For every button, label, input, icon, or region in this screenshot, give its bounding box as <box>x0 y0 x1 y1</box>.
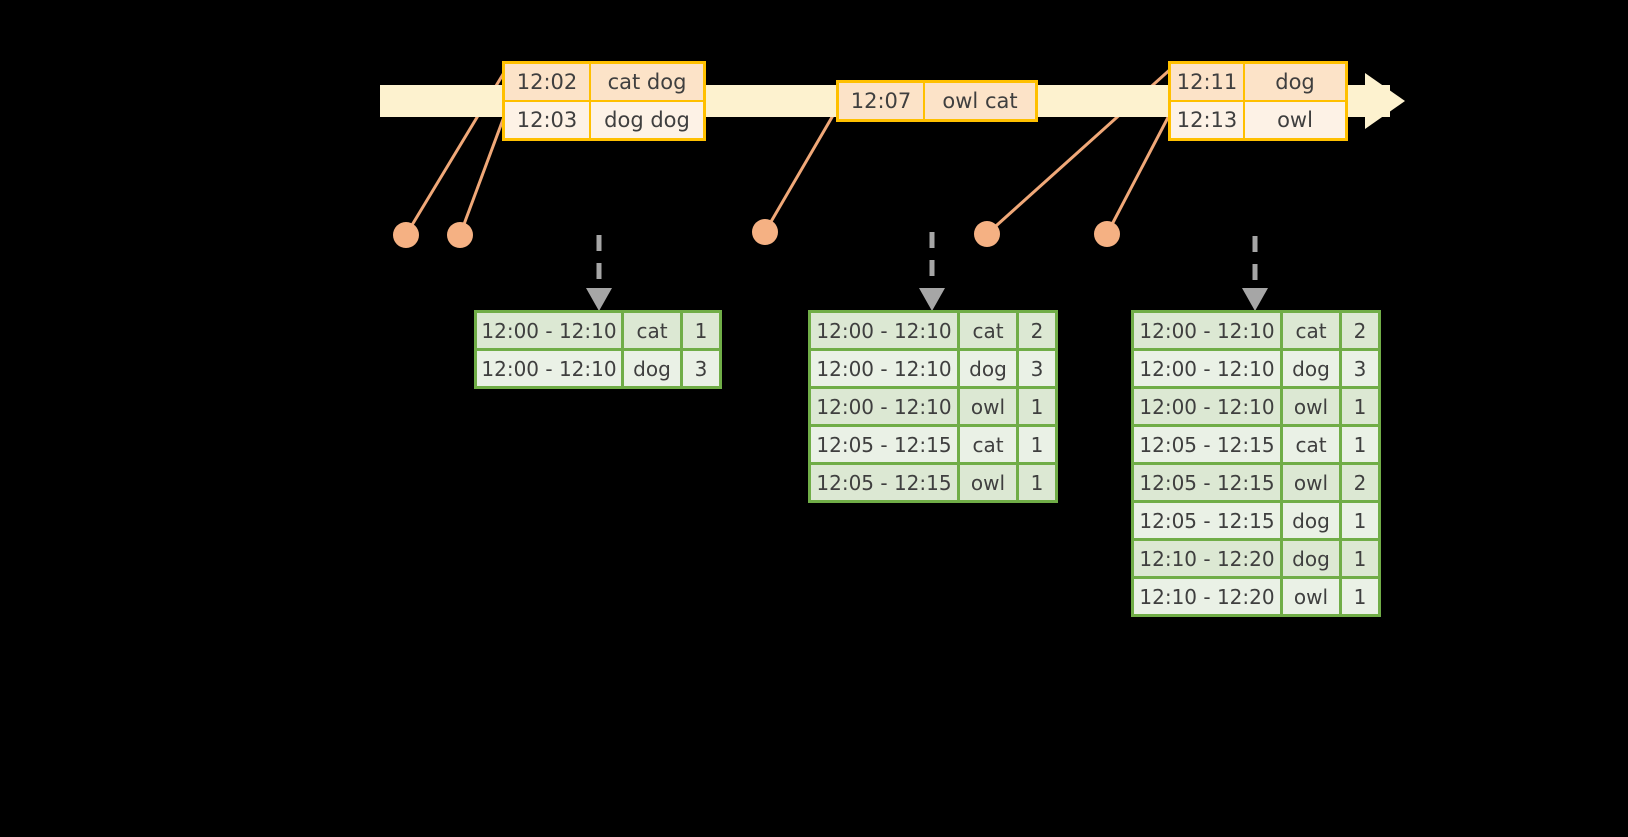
cell-window: 12:00 - 12:10 <box>811 351 957 386</box>
event-text: dog <box>1245 64 1345 100</box>
event-time: 12:13 <box>1171 102 1243 138</box>
cell-window: 12:05 - 12:15 <box>811 427 957 462</box>
cell-count: 1 <box>1342 503 1378 538</box>
event-text: cat dog <box>591 64 703 100</box>
cell-window: 12:05 - 12:15 <box>1134 427 1280 462</box>
timeline-arrowhead-icon <box>1365 73 1405 129</box>
cell-window: 12:10 - 12:20 <box>1134 579 1280 614</box>
event-time: 12:03 <box>505 102 589 138</box>
cell-word: dog <box>624 351 680 386</box>
event-time: 12:11 <box>1171 64 1243 100</box>
event-time: 12:07 <box>839 83 923 119</box>
flow-arrow-1 <box>586 235 612 311</box>
cell-count: 2 <box>1342 465 1378 500</box>
event-row[interactable]: 12:13 owl <box>1171 102 1345 138</box>
cell-count: 1 <box>683 313 719 348</box>
cell-window: 12:10 - 12:20 <box>1134 541 1280 576</box>
cell-word: owl <box>1283 579 1339 614</box>
cell-count: 1 <box>1342 541 1378 576</box>
cell-window: 12:00 - 12:10 <box>1134 351 1280 386</box>
cell-count: 1 <box>1342 579 1378 614</box>
event-dot-1 <box>393 222 419 248</box>
cell-window: 12:00 - 12:10 <box>477 313 621 348</box>
cell-count: 3 <box>1019 351 1055 386</box>
flow-arrow-2 <box>919 232 945 311</box>
cell-word: cat <box>624 313 680 348</box>
cell-count: 3 <box>1342 351 1378 386</box>
cell-word: owl <box>1283 389 1339 424</box>
cell-count: 2 <box>1342 313 1378 348</box>
event-dot-3 <box>752 219 778 245</box>
connector-line-5 <box>1105 105 1176 235</box>
event-text: owl cat <box>925 83 1035 119</box>
cell-count: 1 <box>1019 427 1055 462</box>
cell-count: 1 <box>1342 389 1378 424</box>
event-dot-2 <box>447 222 473 248</box>
cell-word: dog <box>960 351 1016 386</box>
event-group-1[interactable]: 12:02 cat dog 12:03 dog dog <box>502 61 706 141</box>
cell-word: owl <box>960 465 1016 500</box>
event-row[interactable]: 12:11 dog <box>1171 64 1345 100</box>
cell-count: 2 <box>1019 313 1055 348</box>
connector-line-2 <box>458 105 510 236</box>
cell-window: 12:05 - 12:15 <box>1134 503 1280 538</box>
cell-count: 1 <box>1342 427 1378 462</box>
cell-count: 1 <box>1019 465 1055 500</box>
event-text: dog dog <box>591 102 703 138</box>
event-dot-4 <box>974 221 1000 247</box>
cell-word: dog <box>1283 351 1339 386</box>
event-dot-5 <box>1094 221 1120 247</box>
cell-word: cat <box>960 427 1016 462</box>
cell-word: cat <box>960 313 1016 348</box>
event-group-3[interactable]: 12:11 dog 12:13 owl <box>1168 61 1348 141</box>
cell-window: 12:05 - 12:15 <box>811 465 957 500</box>
cell-window: 12:05 - 12:15 <box>1134 465 1280 500</box>
cell-word: dog <box>1283 541 1339 576</box>
event-row[interactable]: 12:02 cat dog <box>505 64 703 100</box>
event-row[interactable]: 12:07 owl cat <box>839 83 1035 119</box>
cell-word: cat <box>1283 427 1339 462</box>
event-group-2[interactable]: 12:07 owl cat <box>836 80 1038 122</box>
cell-word: owl <box>1283 465 1339 500</box>
cell-window: 12:00 - 12:10 <box>811 313 957 348</box>
cell-window: 12:00 - 12:10 <box>477 351 621 386</box>
event-time: 12:02 <box>505 64 589 100</box>
cell-window: 12:00 - 12:10 <box>811 389 957 424</box>
cell-count: 1 <box>1019 389 1055 424</box>
cell-window: 12:00 - 12:10 <box>1134 313 1280 348</box>
cell-word: cat <box>1283 313 1339 348</box>
cell-count: 3 <box>683 351 719 386</box>
cell-word: owl <box>960 389 1016 424</box>
event-text: owl <box>1245 102 1345 138</box>
cell-word: dog <box>1283 503 1339 538</box>
event-row[interactable]: 12:03 dog dog <box>505 102 703 138</box>
connector-line-3 <box>763 99 844 233</box>
cell-window: 12:00 - 12:10 <box>1134 389 1280 424</box>
flow-arrow-3 <box>1242 236 1268 311</box>
